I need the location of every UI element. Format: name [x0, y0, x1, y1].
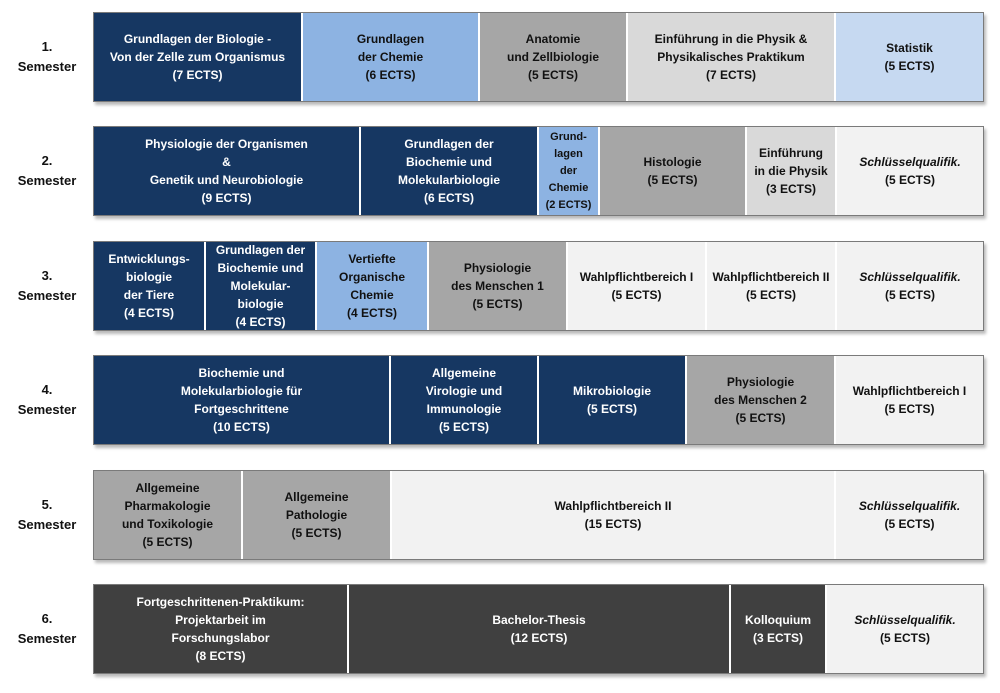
module-cell: Allgemeine Pharmakologie und Toxikologie…: [94, 471, 243, 559]
module-ects: (5 ECTS): [884, 288, 935, 302]
semester-word: Semester: [17, 517, 77, 532]
module-cell: Allgemeine Pathologie (5 ECTS): [243, 471, 392, 559]
module-cell: Grundlagen der Biologie - Von der Zelle …: [94, 13, 303, 101]
semester-number: 5.: [41, 497, 53, 512]
module-title: Schlüsselqualifik.: [859, 155, 961, 169]
semester-label: 6. Semester: [0, 584, 94, 674]
module-cell-key-qualification: Schlüsselqualifik. (5 ECTS): [837, 242, 983, 330]
module-cell: Einführung in die Physik (3 ECTS): [747, 127, 837, 215]
module-cell: Grundlagen der Biochemie und Molekularbi…: [361, 127, 539, 215]
module-cell: Anatomie und Zellbiologie (5 ECTS): [480, 13, 628, 101]
module-cell: Entwicklungs- biologie der Tiere (4 ECTS…: [94, 242, 206, 330]
semester-row: 6. Semester Fortgeschrittenen-Praktikum:…: [0, 584, 1000, 674]
module-ects: (5 ECTS): [879, 631, 930, 645]
module-cell: Einführung in die Physik & Physikalische…: [628, 13, 836, 101]
semester-label: 3. Semester: [0, 241, 94, 331]
semester-bar: Entwicklungs- biologie der Tiere (4 ECTS…: [93, 241, 984, 331]
module-cell: Vertiefte Organische Chemie (4 ECTS): [317, 242, 429, 330]
module-cell: Physiologie der Organismen & Genetik und…: [94, 127, 361, 215]
semester-word: Semester: [17, 59, 77, 74]
module-cell: Fortgeschrittenen-Praktikum: Projektarbe…: [94, 585, 349, 673]
module-cell: Grundlagen der Biochemie und Molekular- …: [206, 242, 317, 330]
semester-bar: Physiologie der Organismen & Genetik und…: [93, 126, 984, 216]
module-cell: Wahlpflichtbereich II (15 ECTS): [392, 471, 836, 559]
semester-bar: Grundlagen der Biologie - Von der Zelle …: [93, 12, 984, 102]
semester-label: 4. Semester: [0, 355, 94, 445]
module-cell: Wahlpflichtbereich II (5 ECTS): [707, 242, 837, 330]
module-cell: Kolloquium (3 ECTS): [731, 585, 827, 673]
module-cell-key-qualification: Schlüsselqualifik. (5 ECTS): [837, 127, 983, 215]
semester-word: Semester: [17, 173, 77, 188]
module-cell: Mikrobiologie (5 ECTS): [539, 356, 687, 444]
semester-label: 5. Semester: [0, 470, 94, 560]
module-cell: Statistik (5 ECTS): [836, 13, 983, 101]
module-cell: Wahlpflichtbereich I (5 ECTS): [568, 242, 707, 330]
semester-number: 1.: [41, 39, 53, 54]
module-cell: Biochemie und Molekularbiologie für Fort…: [94, 356, 391, 444]
module-title: Schlüsselqualifik.: [858, 499, 961, 513]
semester-row: 4. Semester Biochemie und Molekularbiolo…: [0, 355, 1000, 445]
module-cell: Histologie (5 ECTS): [600, 127, 747, 215]
semester-bar: Allgemeine Pharmakologie und Toxikologie…: [93, 470, 984, 560]
semester-word: Semester: [17, 631, 77, 646]
module-ects: (5 ECTS): [884, 173, 935, 187]
module-cell: Grundlagen der Chemie (6 ECTS): [303, 13, 480, 101]
module-cell-key-qualification: Schlüsselqualifik. (5 ECTS): [836, 471, 983, 559]
semester-number: 4.: [41, 382, 53, 397]
module-cell: Physiologie des Menschen 1 (5 ECTS): [429, 242, 568, 330]
semester-number: 6.: [41, 611, 53, 626]
semester-number: 3.: [41, 268, 53, 283]
module-cell: Wahlpflichtbereich I (5 ECTS): [836, 356, 983, 444]
semester-row: 2. Semester Physiologie der Organismen &…: [0, 126, 1000, 216]
semester-bar: Fortgeschrittenen-Praktikum: Projektarbe…: [93, 584, 984, 674]
module-cell: Physiologie des Menschen 2 (5 ECTS): [687, 356, 836, 444]
module-cell-key-qualification: Schlüsselqualifik. (5 ECTS): [827, 585, 983, 673]
semester-bar: Biochemie und Molekularbiologie für Fort…: [93, 355, 984, 445]
module-cell: Allgemeine Virologie und Immunologie (5 …: [391, 356, 539, 444]
semester-row: 1. Semester Grundlagen der Biologie - Vo…: [0, 12, 1000, 102]
semester-number: 2.: [41, 153, 53, 168]
semester-label: 1. Semester: [0, 12, 94, 102]
semester-row: 3. Semester Entwicklungs- biologie der T…: [0, 241, 1000, 331]
semester-word: Semester: [17, 288, 77, 303]
semester-row: 5. Semester Allgemeine Pharmakologie und…: [0, 470, 1000, 560]
semester-label: 2. Semester: [0, 126, 94, 216]
module-ects: (5 ECTS): [884, 517, 935, 531]
module-cell: Grund- lagen der Chemie (2 ECTS): [539, 127, 600, 215]
module-title: Schlüsselqualifik.: [859, 270, 961, 284]
semester-word: Semester: [17, 402, 77, 417]
module-title: Schlüsselqualifik.: [854, 613, 956, 627]
module-cell: Bachelor-Thesis (12 ECTS): [349, 585, 731, 673]
